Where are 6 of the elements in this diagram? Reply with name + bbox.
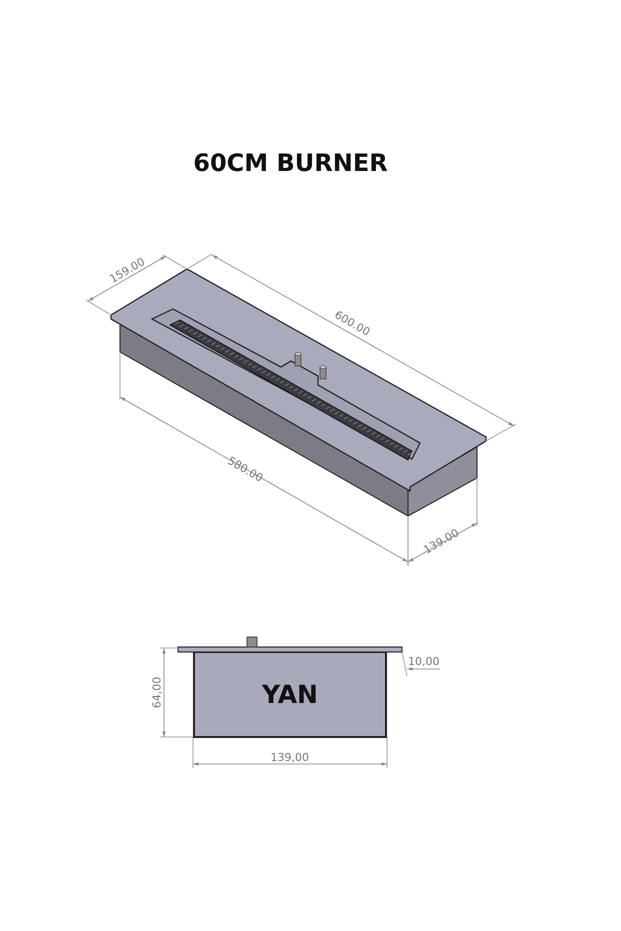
side-view-box (193, 652, 387, 738)
view-label: YAN (262, 680, 318, 709)
dimension-label: 139,00 (270, 752, 309, 762)
dimension-label: 10,00 (408, 656, 440, 666)
dimension-label: 64,00 (151, 676, 162, 708)
drawing-title: 60CM BURNER (192, 149, 389, 177)
